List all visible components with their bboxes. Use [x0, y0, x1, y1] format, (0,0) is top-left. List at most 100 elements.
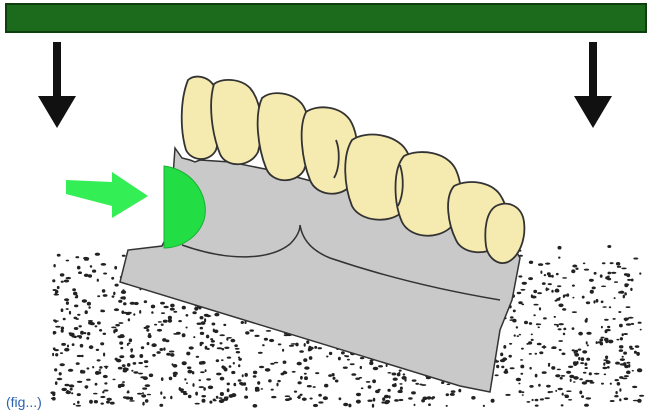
gravel-dot	[276, 383, 278, 387]
gravel-dot	[122, 381, 125, 383]
gravel-dot	[510, 316, 514, 318]
gravel-dot	[341, 351, 345, 354]
gravel-dot	[205, 369, 207, 372]
gravel-dot	[520, 373, 523, 375]
gravel-dot	[572, 311, 577, 313]
gravel-dot	[129, 338, 132, 342]
gravel-dot	[548, 391, 551, 393]
gravel-dot	[384, 401, 389, 404]
gravel-dot	[107, 398, 112, 401]
gravel-dot	[411, 391, 416, 394]
gravel-dot	[103, 375, 108, 378]
gravel-dot	[176, 332, 181, 335]
gravel-dot	[69, 311, 71, 315]
gravel-dot	[318, 394, 322, 397]
gravel-dot	[182, 306, 186, 310]
gravel-dot	[283, 361, 287, 364]
gravel-dot	[306, 340, 309, 344]
gravel-dot	[115, 284, 119, 287]
gravel-dot	[211, 340, 215, 343]
gravel-dot	[69, 333, 75, 337]
gravel-dot	[431, 397, 434, 400]
gravel-dot	[601, 326, 603, 329]
gravel-dot	[516, 378, 521, 382]
gravel-dot	[92, 270, 96, 273]
gravel-dot	[243, 382, 246, 385]
gravel-dot	[120, 296, 125, 299]
gravel-dot	[137, 393, 142, 395]
gravel-dot	[149, 374, 153, 378]
gravel-dot	[186, 327, 188, 329]
gravel-dot	[92, 366, 94, 368]
gravel-dot	[394, 383, 396, 386]
gravel-dot	[94, 400, 98, 403]
gravel-dot	[214, 330, 219, 334]
gravel-dot	[522, 282, 527, 285]
gravel-dot	[614, 281, 618, 283]
gravel-dot	[422, 397, 427, 401]
gravel-dot	[302, 398, 307, 401]
gravel-dot	[254, 335, 259, 337]
gravel-dot	[622, 333, 624, 336]
gravel-dot	[128, 318, 130, 321]
gravel-dot	[227, 383, 230, 386]
gravel-dot	[543, 317, 547, 319]
gravel-dot	[563, 328, 566, 331]
gravel-dot	[192, 371, 194, 374]
gravel-dot	[521, 304, 524, 306]
gravel-dot	[624, 333, 628, 335]
gravel-dot	[611, 272, 616, 274]
gravel-dot	[73, 403, 75, 405]
gravel-dot	[300, 376, 303, 380]
gravel-dot	[60, 363, 65, 366]
gravel-dot	[619, 291, 624, 294]
gravel-dot	[77, 314, 80, 316]
gravel-dot	[195, 392, 198, 396]
gravel-dot	[539, 351, 543, 354]
gravel-dot	[264, 338, 268, 341]
gravel-dot	[299, 350, 304, 353]
gravel-dot	[145, 399, 149, 403]
gravel-dot	[170, 396, 172, 400]
gravel-dot	[529, 353, 532, 355]
gravel-dot	[378, 365, 383, 367]
gravel-dot	[165, 340, 169, 343]
gravel-dot	[535, 405, 539, 407]
gravel-dot	[528, 277, 533, 280]
gravel-dot	[139, 310, 141, 314]
gravel-dot	[628, 317, 634, 319]
gravel-dot	[560, 377, 563, 380]
gravel-dot	[558, 328, 562, 330]
gravel-dot	[111, 277, 114, 280]
gravel-dot	[253, 371, 257, 375]
gravel-dot	[608, 272, 612, 275]
gravel-dot	[133, 362, 137, 365]
gravel-dot	[551, 275, 554, 278]
gravel-dot	[209, 401, 212, 404]
gravel-dot	[118, 367, 123, 370]
gravel-dot	[201, 321, 206, 325]
gravel-dot	[590, 290, 594, 294]
gravel-dot	[598, 341, 602, 343]
gravel-dot	[271, 389, 274, 391]
gravel-dot	[102, 391, 104, 393]
gravel-dot	[221, 399, 225, 402]
gravel-dot	[138, 362, 143, 364]
gravel-dot	[446, 393, 449, 396]
gravel-dot	[103, 390, 108, 392]
gravel-dot	[551, 347, 557, 349]
gravel-dot	[104, 382, 107, 384]
gravel-dot	[170, 353, 174, 357]
gravel-dot	[216, 396, 219, 399]
gravel-dot	[633, 258, 638, 260]
gravel-dot	[214, 313, 219, 317]
gravel-dot	[586, 301, 590, 304]
gravel-dot	[220, 342, 223, 344]
gravel-dot	[161, 312, 165, 314]
gravel-dot	[537, 343, 542, 346]
gravel-dot	[614, 297, 616, 299]
gravel-dot	[632, 386, 637, 388]
gravel-dot	[97, 279, 99, 282]
gravel-dot	[259, 366, 264, 368]
